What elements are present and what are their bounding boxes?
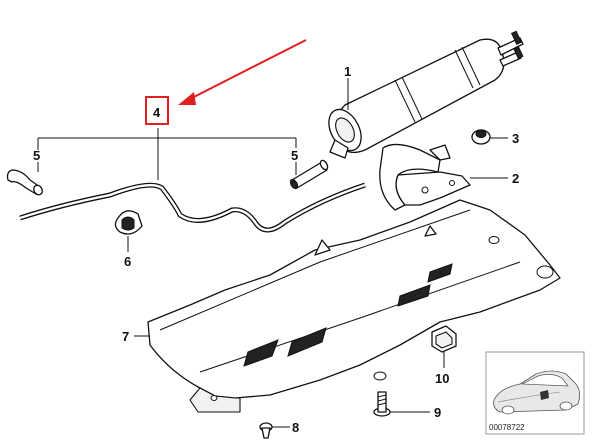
vehicle-thumbnail: 00078722 (485, 351, 585, 435)
callout-8: 8 (292, 420, 299, 435)
line-clip[interactable] (114, 210, 143, 235)
thumbnail-code: 00078722 (489, 423, 525, 432)
callout-2: 2 (512, 171, 519, 186)
callout-4: 4 (153, 105, 161, 120)
bolt-9[interactable] (373, 391, 391, 417)
hose-left[interactable] (6, 169, 44, 196)
fuel-line[interactable] (19, 182, 366, 233)
car-silhouette-icon (493, 370, 580, 415)
callout-5-left: 5 (33, 148, 40, 163)
highlight-annotation (145, 39, 307, 125)
clip-nut-10[interactable] (431, 325, 457, 353)
callout-5-right: 5 (291, 148, 298, 163)
filter-bracket[interactable] (379, 143, 471, 211)
callout-10: 10 (435, 371, 449, 386)
callout-1: 1 (344, 64, 351, 79)
callout-6: 6 (124, 254, 131, 269)
leader-lines (37, 78, 508, 428)
callout-3: 3 (512, 131, 519, 146)
callout-9: 9 (434, 405, 441, 420)
callout-7: 7 (122, 329, 129, 344)
hose-right[interactable] (289, 159, 329, 190)
fuel-filter[interactable] (322, 30, 524, 159)
grommet[interactable] (471, 129, 491, 145)
protective-plate[interactable] (147, 199, 561, 413)
screw-8[interactable] (259, 422, 273, 439)
